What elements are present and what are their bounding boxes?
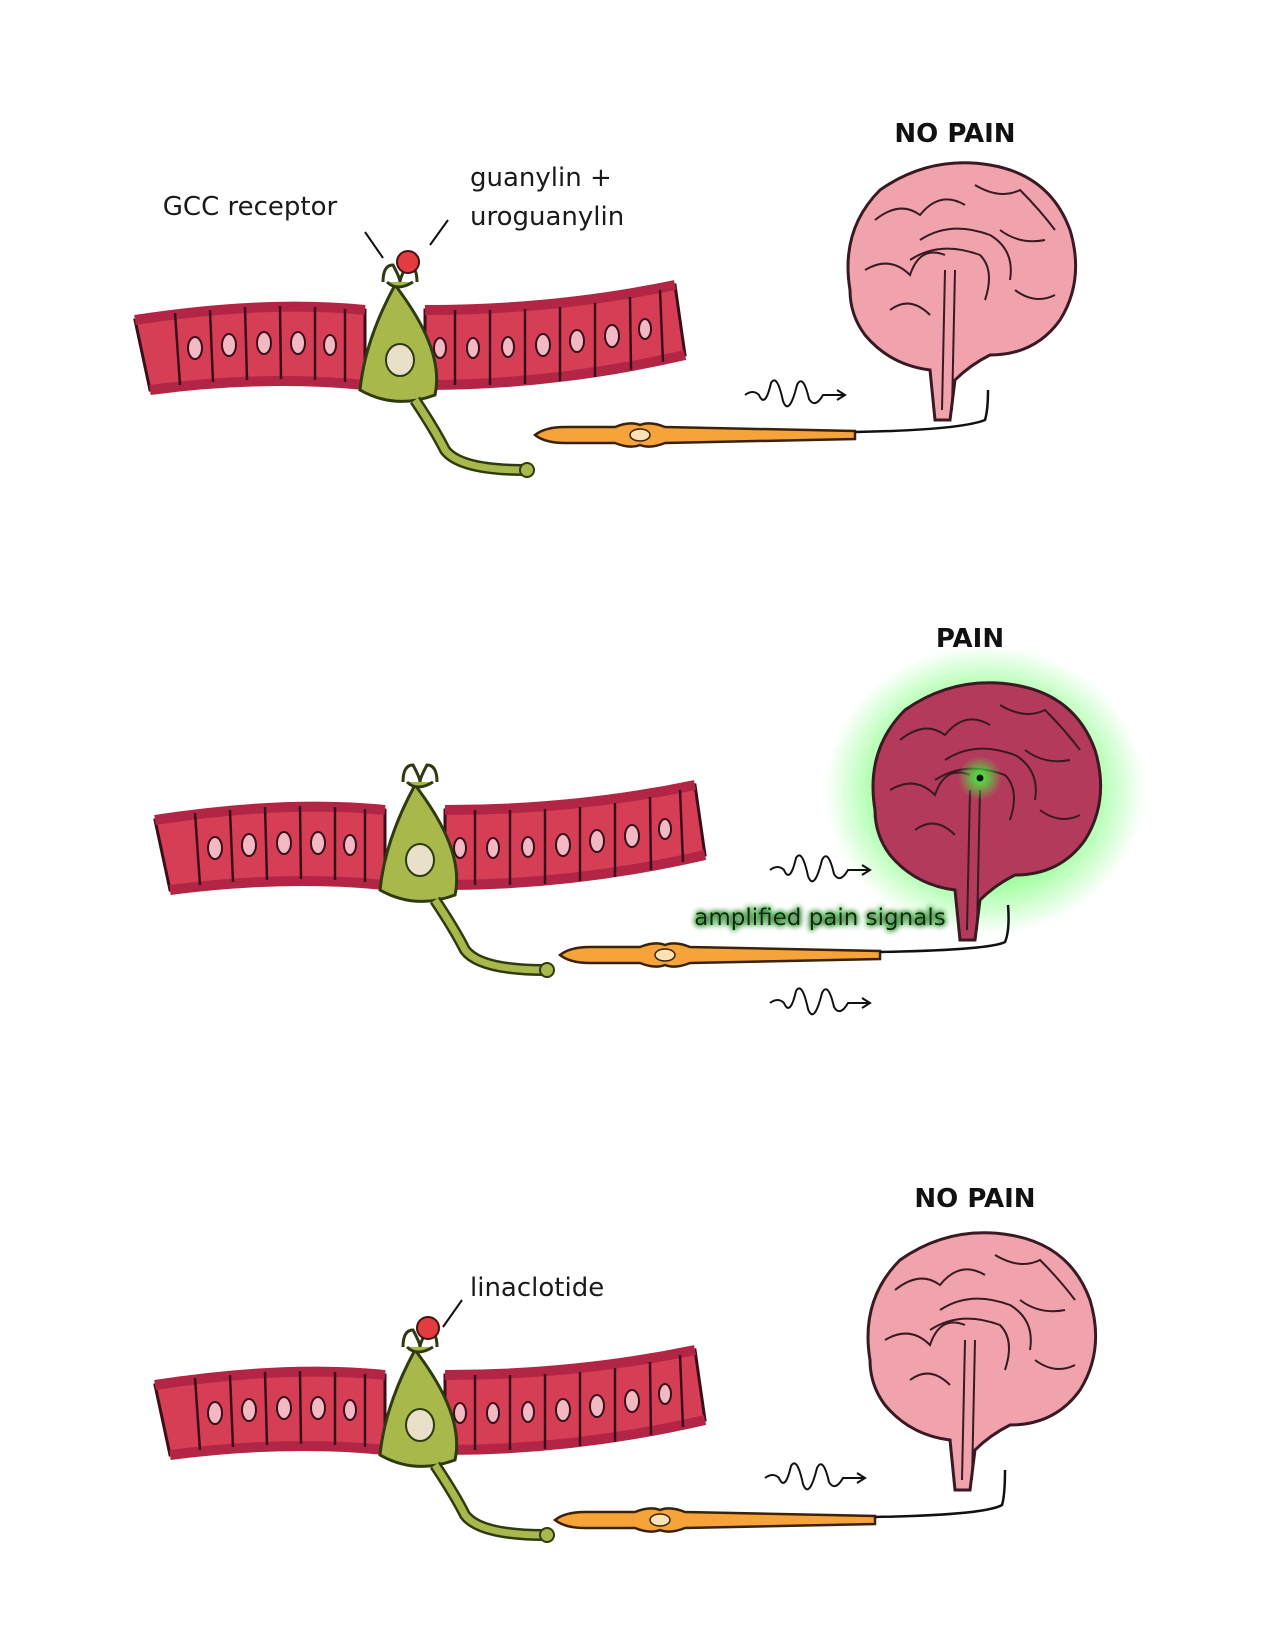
neuron — [553, 1507, 877, 1533]
brain-normal — [866, 1231, 1098, 1492]
guanylin-ligand — [396, 250, 420, 274]
intestine-segment — [135, 265, 685, 477]
nerve-connection — [854, 389, 990, 434]
neuron — [558, 942, 882, 968]
receptor-leader-line — [364, 231, 384, 259]
intestine-segment — [155, 765, 705, 977]
ligand-label-line2: uroguanylin — [470, 202, 624, 232]
nerve-connection — [879, 904, 1010, 954]
ligand-label-line1: guanylin + — [470, 163, 612, 193]
drug-label: linaclotide — [470, 1273, 604, 1303]
brain-normal — [846, 161, 1078, 422]
signal-wave-lower — [769, 987, 871, 1016]
signal-label: amplified pain signals — [694, 905, 945, 931]
ligand-leader-line — [429, 219, 449, 246]
receptor-label: GCC receptor — [163, 192, 338, 222]
neuron — [533, 422, 857, 448]
state-label-no-pain: NO PAIN — [894, 119, 1015, 149]
signal-wave — [744, 379, 846, 408]
panel-2: PAIN amplified pain signals — [155, 624, 1145, 1016]
signal-wave — [764, 1462, 866, 1491]
panel-1: NO PAIN GCC receptor guanylin + uroguany… — [135, 119, 1078, 477]
state-label-no-pain: NO PAIN — [914, 1184, 1035, 1214]
intestine-segment — [155, 1330, 705, 1542]
drug-leader-line — [442, 1299, 463, 1328]
brain-pain — [825, 645, 1145, 942]
nerve-connection — [874, 1469, 1007, 1519]
linaclotide-ligand — [416, 1316, 440, 1340]
panel-3: NO PAIN linaclotide — [155, 1184, 1098, 1542]
